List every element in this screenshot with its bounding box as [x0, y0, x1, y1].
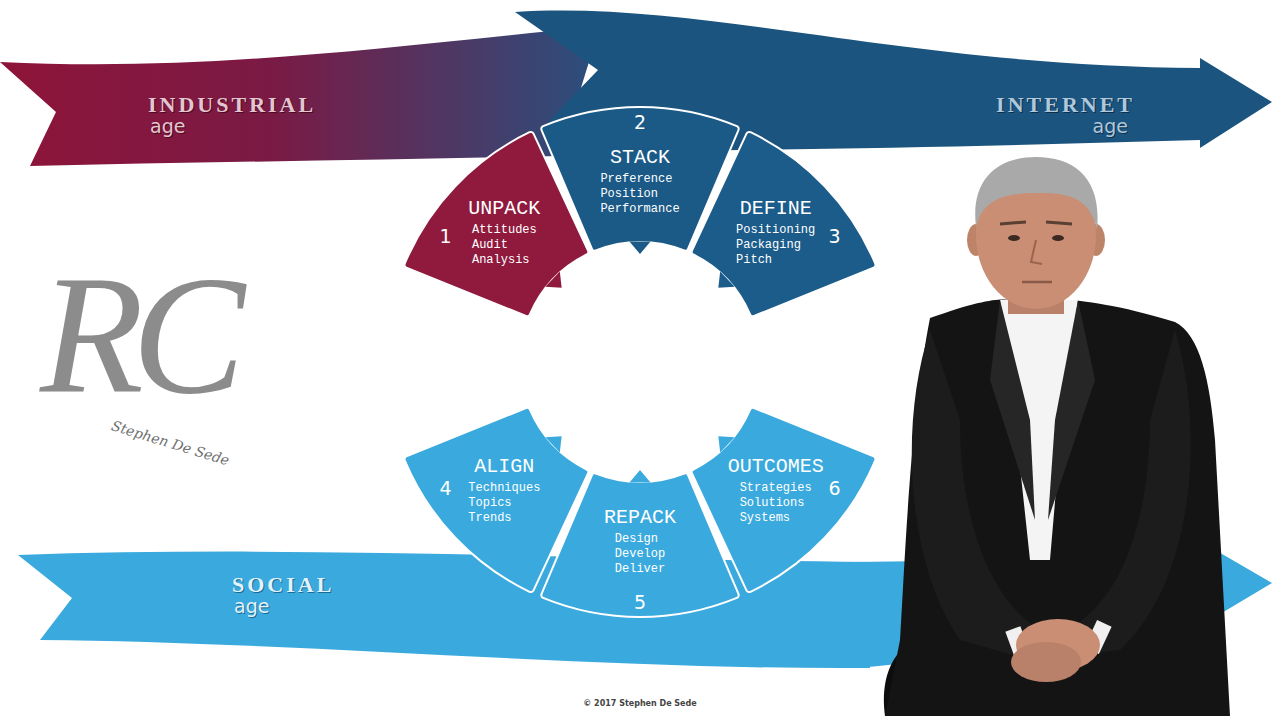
segment-notch — [545, 436, 561, 452]
logo-monogram: RC — [40, 250, 233, 420]
segment-items: Positioning Packaging Pitch — [736, 223, 815, 268]
segment-text: OUTCOMES Strategies Solutions Systems — [728, 456, 824, 526]
segment-items: Design Develop Deliver — [615, 532, 665, 577]
figure-jacket — [885, 299, 1230, 716]
segment-heading: ALIGN — [474, 456, 534, 478]
segment-items: Strategies Solutions Systems — [740, 481, 812, 526]
segment-heading: OUTCOMES — [728, 456, 824, 478]
band-subtitle: age — [150, 117, 185, 136]
segment-text: DEFINE Positioning Packaging Pitch — [736, 198, 815, 268]
segment-items: Attitudes Audit Analysis — [472, 223, 537, 268]
segment-notch — [629, 241, 650, 254]
figure-mouth — [1022, 281, 1052, 284]
segment-text: UNPACK Attitudes Audit Analysis — [468, 198, 540, 268]
figure-brows — [1000, 222, 1072, 224]
band-title: SOCIAL — [232, 574, 334, 596]
segment-items: Preference Position Performance — [600, 172, 679, 217]
segment-heading: UNPACK — [468, 198, 540, 220]
portrait-figure — [884, 157, 1230, 716]
copyright-note: © 2017 Stephen De Sede — [583, 700, 696, 708]
segment-heading: DEFINE — [740, 198, 812, 220]
band-ribbon — [18, 552, 870, 669]
segment-text: REPACK Design Develop Deliver — [604, 507, 676, 577]
callout-number: 6 — [829, 479, 841, 498]
signature: Stephen De Sede — [110, 418, 231, 467]
segment-heading: STACK — [610, 147, 670, 169]
segment-notch — [718, 436, 734, 452]
band-title: INDUSTRIAL — [148, 94, 316, 116]
segment-notch — [545, 271, 561, 287]
segment-items: Techniques Topics Trends — [468, 481, 540, 526]
figure-hair — [975, 157, 1097, 229]
segment-text: ALIGN Techniques Topics Trends — [468, 456, 540, 526]
figure-nose — [1031, 240, 1042, 264]
callout-number: 4 — [439, 479, 451, 498]
figure-arm — [1075, 330, 1191, 655]
figure-hand — [1011, 642, 1081, 682]
ring-segment: DEFINE Positioning Packaging Pitch 3 — [682, 127, 881, 325]
segment-fill — [692, 132, 876, 316]
callout-number: 1 — [439, 226, 451, 245]
figure-eye — [1008, 235, 1020, 241]
segment-text: STACK Preference Position Performance — [600, 147, 679, 217]
figure-lapel — [1048, 300, 1095, 520]
ring-segment: OUTCOMES Strategies Solutions Systems 6 — [682, 399, 881, 597]
figure-eye — [1052, 235, 1064, 241]
callout-number: 5 — [634, 593, 646, 612]
band-title: INTERNET — [996, 94, 1135, 116]
figure-lapel — [990, 300, 1035, 520]
callout-number: 3 — [829, 226, 841, 245]
band-subtitle: age — [1093, 117, 1128, 136]
figure-arm — [912, 330, 1040, 660]
segment-notch — [629, 470, 650, 483]
segment-notch — [718, 271, 734, 287]
callout-number: 2 — [634, 113, 646, 132]
segment-heading: REPACK — [604, 507, 676, 529]
band-subtitle: age — [234, 597, 269, 616]
